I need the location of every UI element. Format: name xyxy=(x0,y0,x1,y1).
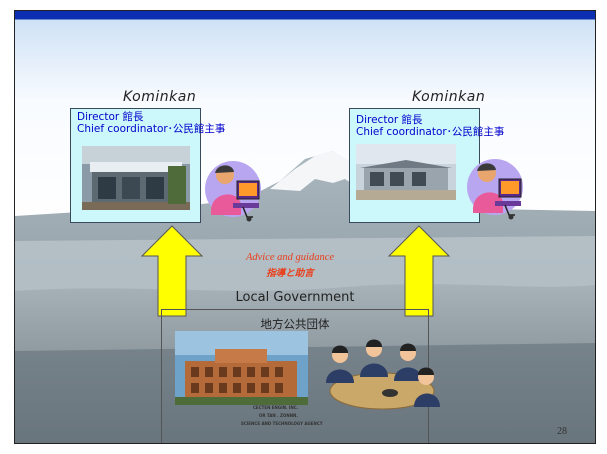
advice-label: Advice and guidance xyxy=(245,252,335,263)
computer-user-clipart xyxy=(467,159,523,220)
kominkan-title-left: Kominkan xyxy=(123,89,197,105)
director-label-right: Director 館長 xyxy=(356,114,423,126)
meeting-clipart xyxy=(326,339,440,410)
page-number: 28 xyxy=(557,426,567,437)
kominkan-building-photo xyxy=(356,144,456,200)
slide: Kominkan Director 館長 Chief coordinator･公… xyxy=(14,10,596,444)
director-label-left: Director 館長 xyxy=(77,111,144,123)
local-government-jp: 地方公共団体 xyxy=(260,317,330,331)
credit-line-1: CECTEN ENGIN. INC. xyxy=(253,405,299,410)
credit-line-3: SCIENCE AND TECHNOLOGY AGENCY xyxy=(241,421,323,426)
advice-label-jp: 指導と助言 xyxy=(266,268,314,279)
kominkan-building-photo xyxy=(82,146,190,210)
coordinator-label-left: Chief coordinator･公民館主事 xyxy=(77,123,226,135)
city-hall-photo xyxy=(175,331,308,405)
computer-user-clipart xyxy=(205,161,261,222)
kominkan-box-right: Director 館長 Chief coordinator･公民館主事 xyxy=(349,108,523,223)
kominkan-box-left: Director 館長 Chief coordinator･公民館主事 xyxy=(70,108,261,223)
coordinator-label-right: Chief coordinator･公民館主事 xyxy=(356,126,505,138)
local-government-title: Local Government xyxy=(235,290,355,305)
arrow-up-right xyxy=(387,225,451,317)
kominkan-title-right: Kominkan xyxy=(412,89,486,105)
credit-line-2: OR TAN . ZONNN. xyxy=(259,413,298,418)
arrow-up-left xyxy=(140,225,204,317)
